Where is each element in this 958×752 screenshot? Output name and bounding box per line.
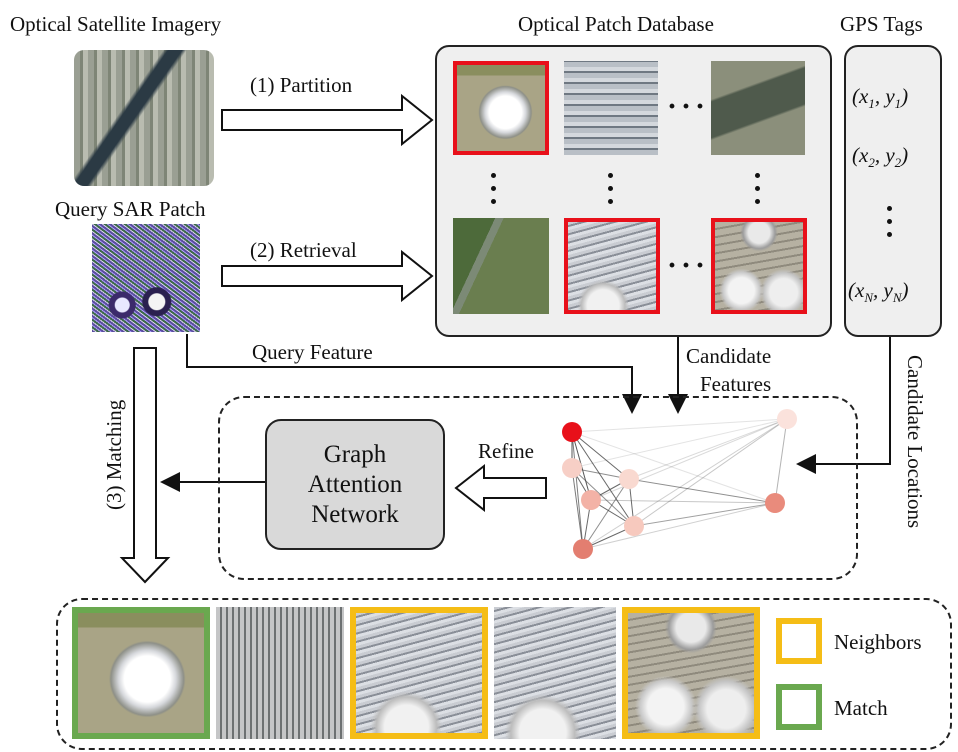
gps-tag-1: (x1, y1) [852, 84, 909, 112]
graph-node [562, 458, 582, 478]
graph-node [581, 490, 601, 510]
gat-line-2: Attention [307, 470, 403, 498]
legend-neighbors-label: Neighbors [834, 630, 922, 654]
gps-tag-n: (xN, yN) [848, 278, 909, 306]
query-feature-label: Query Feature [252, 340, 373, 364]
candidate-locations-label: Candidate Locations [903, 355, 927, 529]
refine-label: Refine [478, 439, 534, 463]
graph-node [562, 422, 582, 442]
gps-tags-label: GPS Tags [840, 12, 923, 36]
database-patch [711, 61, 805, 155]
database-patch [564, 61, 658, 155]
result-patch-neighbor [622, 607, 760, 739]
optical-satellite-label: Optical Satellite Imagery [10, 12, 222, 36]
refine-arrow [454, 463, 547, 513]
graph-node [573, 539, 593, 559]
legend-match-swatch [776, 684, 822, 730]
query-sar-label: Query SAR Patch [55, 197, 206, 221]
result-patch [216, 607, 344, 739]
graph-attention-network-box: Graph Attention Network [265, 419, 445, 550]
database-patch [453, 218, 549, 314]
database-patch-retrieved [453, 61, 549, 155]
vertical-ellipsis [491, 173, 497, 212]
vertical-ellipsis [608, 173, 614, 212]
gps-tags-panel [844, 45, 942, 337]
result-patch-neighbor [350, 607, 488, 739]
optical-database-label: Optical Patch Database [518, 12, 714, 36]
result-patch [494, 607, 616, 739]
matching-arrow [119, 347, 171, 584]
refinement-region [218, 396, 858, 580]
candidate-locations-line [796, 336, 891, 474]
horizontal-ellipsis: ··· [667, 90, 710, 123]
graph-node [619, 469, 639, 489]
results-region [56, 598, 952, 750]
gps-tag-2: (x2, y2) [852, 143, 909, 171]
database-patch-retrieved [564, 218, 660, 314]
retrieval-arrow [221, 249, 434, 303]
partition-arrow [221, 93, 434, 147]
graph-node [624, 516, 644, 536]
legend-neighbors-swatch [776, 618, 822, 664]
horizontal-ellipsis: ··· [667, 249, 710, 282]
gat-line-3: Network [311, 500, 399, 528]
query-sar-image [92, 224, 200, 332]
gat-line-1: Graph [323, 440, 387, 468]
database-patch-retrieved [711, 218, 807, 314]
optical-satellite-image [74, 50, 214, 186]
matching-label: (3) Matching [102, 399, 126, 510]
partition-label: (1) Partition [250, 73, 353, 97]
graph-nodes [562, 409, 797, 559]
gps-vertical-ellipsis [887, 206, 893, 245]
retrieval-label: (2) Retrieval [250, 238, 357, 262]
candidate-features-label-2: Features [700, 372, 772, 396]
result-patch-match [72, 607, 210, 739]
graph-node [765, 493, 785, 513]
graph-node [777, 409, 797, 429]
legend-match-label: Match [834, 696, 888, 720]
query-feature-line [186, 334, 642, 414]
candidate-features-label-1: Candidate [686, 344, 772, 368]
vertical-ellipsis [755, 173, 761, 212]
